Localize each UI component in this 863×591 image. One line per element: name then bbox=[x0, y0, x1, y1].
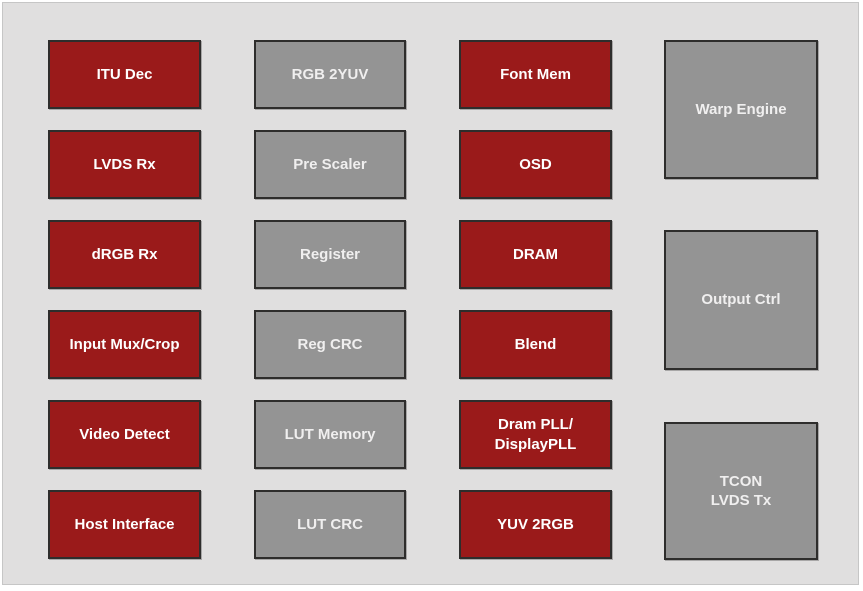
block-osd: OSD bbox=[459, 130, 612, 199]
block-tcon-lvds-tx: TCON LVDS Tx bbox=[664, 422, 818, 560]
block-input-mux-crop: Input Mux/Crop bbox=[48, 310, 201, 379]
block-rgb-2yuv: RGB 2YUV bbox=[254, 40, 406, 109]
block-warp-engine: Warp Engine bbox=[664, 40, 818, 179]
block-font-mem: Font Mem bbox=[459, 40, 612, 109]
block-host-interface: Host Interface bbox=[48, 490, 201, 559]
block-pre-scaler: Pre Scaler bbox=[254, 130, 406, 199]
block-lvds-rx: LVDS Rx bbox=[48, 130, 201, 199]
block-lut-crc: LUT CRC bbox=[254, 490, 406, 559]
block-register: Register bbox=[254, 220, 406, 289]
block-drgb-rx: dRGB Rx bbox=[48, 220, 201, 289]
block-itu-dec: ITU Dec bbox=[48, 40, 201, 109]
block-dram-pll-display-pll: Dram PLL/ DisplayPLL bbox=[459, 400, 612, 469]
block-dram: DRAM bbox=[459, 220, 612, 289]
diagram-canvas: ITU Dec LVDS Rx dRGB Rx Input Mux/Crop V… bbox=[2, 2, 859, 585]
block-yuv-2rgb: YUV 2RGB bbox=[459, 490, 612, 559]
block-video-detect: Video Detect bbox=[48, 400, 201, 469]
block-blend: Blend bbox=[459, 310, 612, 379]
block-reg-crc: Reg CRC bbox=[254, 310, 406, 379]
block-lut-memory: LUT Memory bbox=[254, 400, 406, 469]
block-output-ctrl: Output Ctrl bbox=[664, 230, 818, 370]
